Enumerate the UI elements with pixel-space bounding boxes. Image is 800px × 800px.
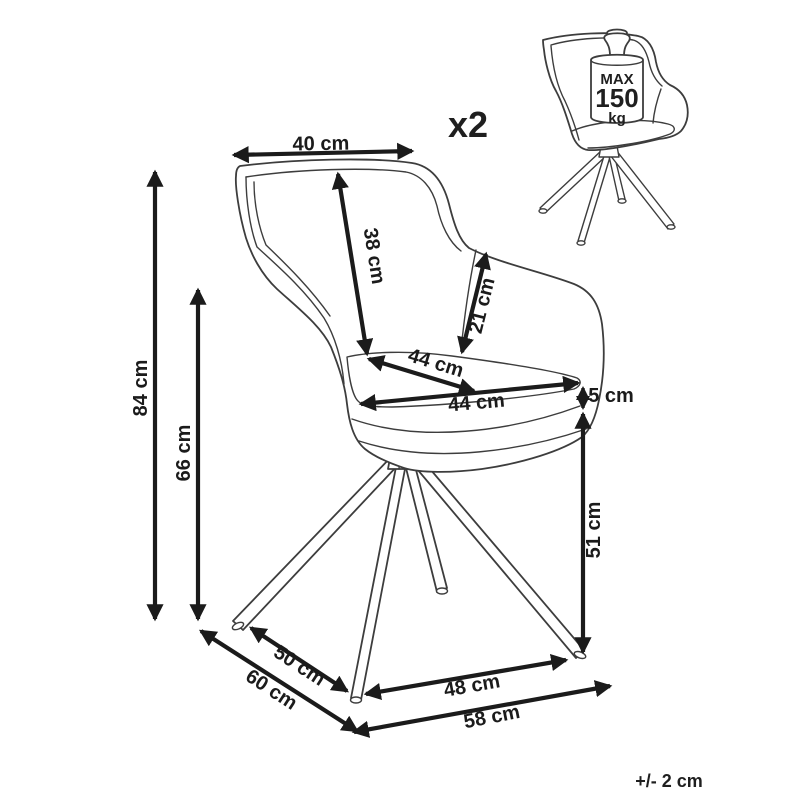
small-chair-foot [576, 240, 586, 246]
dim-cushion-thickness: 5 cm [576, 385, 634, 410]
tolerance-note: +/- 2 cm [635, 771, 703, 791]
dim-armrest-floor-height: 66 cm [173, 287, 207, 622]
dim-label: 48 cm [442, 670, 502, 702]
dim-total-height: 84 cm [130, 169, 164, 622]
dim-label: 66 cm [173, 425, 195, 482]
dim-label: 58 cm [462, 701, 522, 733]
max-weight-icon: MAX 150 kg [590, 28, 644, 127]
weight-knob [603, 32, 631, 57]
max-load-unit: kg [608, 110, 626, 127]
chair-drawing [231, 158, 605, 704]
chair-foot [349, 696, 363, 704]
small-chair-foot [666, 224, 676, 230]
small-chair-inner-contour [550, 37, 663, 87]
dim-label: 40 cm [292, 133, 349, 156]
dim-label: 51 cm [583, 502, 605, 559]
dim-line [457, 251, 491, 355]
small-chair-foot [538, 208, 548, 214]
dim-seat-height: 51 cm [574, 411, 605, 655]
chair-inner-contour-left2 [253, 181, 331, 317]
dim-seat-width: 44 cm [358, 375, 581, 417]
chair-foot [231, 621, 245, 631]
max-load-title: MAX [600, 71, 633, 88]
quantity-label: x2 [448, 104, 488, 145]
dim-line [231, 142, 415, 164]
weight-body [590, 53, 644, 124]
dim-line [351, 680, 613, 738]
weight-top-rim [590, 59, 644, 66]
max-load-value: 150 [595, 83, 638, 113]
chair-foot [435, 587, 449, 595]
dim-back-width: 40 cm [231, 133, 415, 164]
chair-pair-icon: MAX 150 kg [538, 28, 689, 246]
dim-label: 5 cm [588, 385, 634, 407]
dim-base-width-inner: 48 cm [363, 653, 569, 702]
dim-line [331, 171, 374, 357]
dim-label: 84 cm [130, 360, 152, 417]
dim-line [198, 629, 360, 733]
dim-line [358, 375, 581, 412]
small-chair-foot [617, 198, 627, 204]
chair-inner-contour-top [245, 168, 462, 252]
dim-label: 44 cm [447, 390, 505, 417]
chair-under-seat-lip [358, 428, 587, 455]
small-chair-arm-inner [652, 88, 662, 124]
chair-under-seat-seam [351, 405, 581, 433]
